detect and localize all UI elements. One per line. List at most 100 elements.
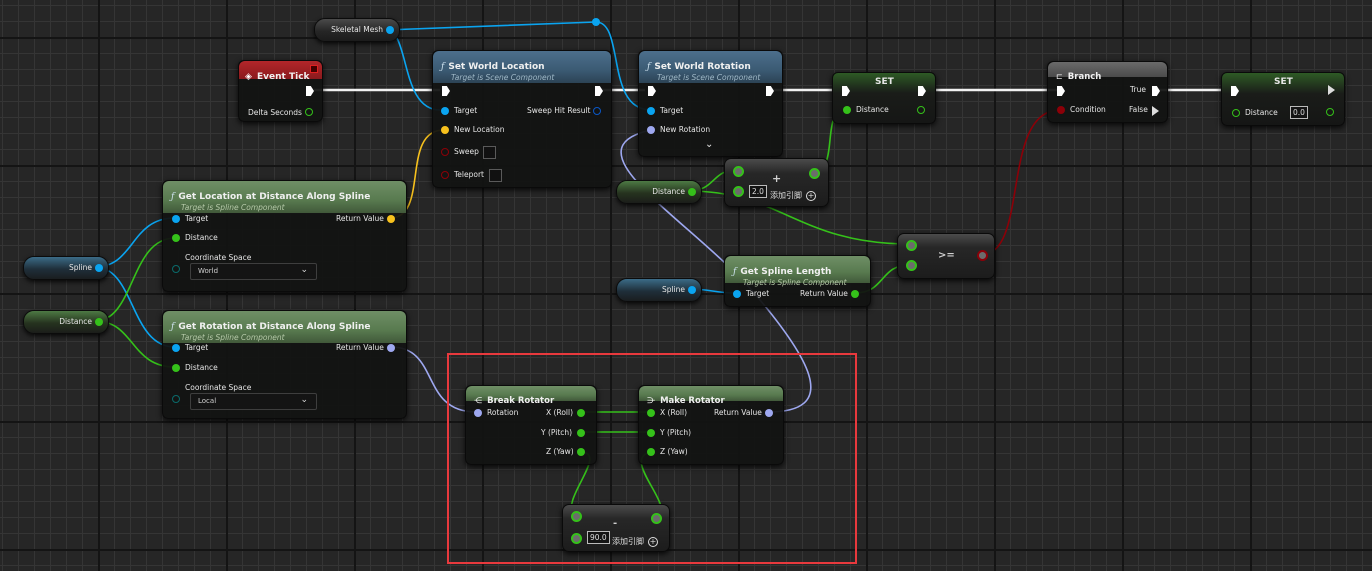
bool-pin[interactable]: [1057, 106, 1065, 114]
vector-out-pin[interactable]: [387, 215, 395, 223]
float-in-pin[interactable]: [647, 429, 655, 437]
float-in-pin[interactable]: [647, 448, 655, 456]
bool-pin[interactable]: [441, 148, 449, 156]
object-pin[interactable]: [733, 290, 741, 298]
set-distance-node[interactable]: SET Distance: [832, 72, 936, 124]
float-out-pin[interactable]: [577, 429, 585, 437]
rotator-out-pin[interactable]: [387, 344, 395, 352]
variable-skeletal-mesh[interactable]: Skeletal Mesh: [314, 18, 400, 42]
event-tick-node[interactable]: ◈ Event Tick Delta Seconds: [238, 60, 323, 122]
add-pin-button[interactable]: 添加引脚+: [612, 536, 658, 547]
exec-out-pin[interactable]: [918, 86, 926, 96]
expand-advanced-button[interactable]: ⌄: [705, 139, 714, 150]
exec-in-pin[interactable]: [648, 86, 656, 96]
float-pin[interactable]: [843, 106, 851, 114]
sweep-checkbox[interactable]: [483, 146, 496, 159]
variable-spline-2[interactable]: Spline: [616, 278, 702, 302]
float-pin[interactable]: [172, 364, 180, 372]
teleport-checkbox[interactable]: [489, 169, 502, 182]
float-out-pin[interactable]: [809, 168, 820, 179]
object-pin[interactable]: [688, 286, 696, 294]
pin-label: Sweep Hit Result: [527, 106, 591, 115]
chevron-down-icon: ⌄: [300, 395, 308, 405]
variable-label: Distance: [652, 187, 685, 196]
break-rotator-node[interactable]: ⋲ Break Rotator Rotation X (Roll) Y (Pit…: [465, 385, 597, 465]
float-out-pin[interactable]: [651, 513, 662, 524]
float-out-pin[interactable]: [305, 108, 313, 116]
add-value-input[interactable]: 2.0: [749, 185, 767, 198]
subtract-node[interactable]: - 90.0 添加引脚+: [562, 504, 670, 552]
float-in-pin[interactable]: [733, 186, 744, 197]
struct-pin[interactable]: [593, 107, 601, 115]
float-out-pin[interactable]: [577, 448, 585, 456]
pin-label: Condition: [1070, 105, 1106, 114]
exec-out-pin[interactable]: [595, 86, 603, 96]
delegate-pin-icon[interactable]: [310, 65, 318, 73]
float-pin[interactable]: [1232, 109, 1240, 117]
exec-in-pin[interactable]: [842, 86, 850, 96]
function-icon: ƒ: [733, 267, 737, 277]
variable-distance[interactable]: Distance: [23, 310, 109, 334]
object-pin[interactable]: [172, 215, 180, 223]
float-out-pin[interactable]: [577, 409, 585, 417]
rotator-out-pin[interactable]: [765, 409, 773, 417]
rotator-pin[interactable]: [474, 409, 482, 417]
add-pin-button[interactable]: 添加引脚+: [770, 190, 816, 201]
float-pin[interactable]: [688, 188, 696, 196]
variable-spline[interactable]: Spline: [23, 256, 109, 280]
float-in-pin[interactable]: [733, 166, 744, 177]
float-in-pin[interactable]: [571, 511, 582, 522]
add-node[interactable]: + 2.0 添加引脚+: [724, 158, 829, 207]
branch-node[interactable]: ⊏ Branch True Condition False: [1047, 61, 1168, 123]
float-out-pin[interactable]: [1326, 108, 1334, 116]
pin-label: False: [1129, 105, 1148, 114]
coordinate-space-dropdown[interactable]: Local ⌄: [190, 393, 317, 410]
true-exec-pin[interactable]: [1152, 86, 1160, 96]
exec-in-pin[interactable]: [1231, 86, 1239, 96]
coordinate-space-dropdown[interactable]: World ⌄: [190, 263, 317, 280]
dropdown-value: World: [198, 267, 219, 275]
object-pin[interactable]: [647, 107, 655, 115]
bool-pin[interactable]: [441, 171, 449, 179]
object-pin[interactable]: [441, 107, 449, 115]
bool-wire: [980, 109, 1061, 256]
add-pin-label: 添加引脚: [770, 191, 802, 200]
float-in-pin[interactable]: [571, 533, 582, 544]
exec-in-pin[interactable]: [442, 86, 450, 96]
float-pin[interactable]: [95, 318, 103, 326]
exec-out-pin[interactable]: [766, 86, 774, 96]
enum-pin[interactable]: [172, 395, 180, 403]
variable-distance-2[interactable]: Distance: [616, 180, 702, 204]
exec-out-pin[interactable]: [306, 86, 314, 96]
pin-label: Target: [746, 289, 770, 298]
enum-pin[interactable]: [172, 265, 180, 273]
set-distance-reset-node[interactable]: SET Distance 0.0: [1221, 72, 1345, 126]
float-in-pin[interactable]: [647, 409, 655, 417]
subtract-value-input[interactable]: 90.0: [587, 531, 610, 544]
rotator-pin[interactable]: [647, 126, 655, 134]
float-in-pin[interactable]: [906, 240, 917, 251]
object-pin[interactable]: [172, 344, 180, 352]
float-out-pin[interactable]: [851, 290, 859, 298]
float-in-pin[interactable]: [906, 260, 917, 271]
float-pin[interactable]: [172, 234, 180, 242]
float-out-pin[interactable]: [917, 106, 925, 114]
exec-out-pin[interactable]: [1328, 85, 1335, 95]
greater-equal-node[interactable]: >=: [897, 233, 995, 279]
bool-out-pin[interactable]: [977, 250, 988, 261]
exec-in-pin[interactable]: [1057, 86, 1065, 96]
pin-label: X (Roll): [546, 408, 574, 417]
false-exec-pin[interactable]: [1152, 106, 1159, 116]
make-struct-icon: ⋺: [647, 396, 655, 405]
vector-pin[interactable]: [441, 126, 449, 134]
object-pin[interactable]: [95, 264, 103, 272]
distance-value-input[interactable]: 0.0: [1290, 106, 1308, 119]
object-pin[interactable]: [386, 26, 394, 34]
make-rotator-node[interactable]: ⋺ Make Rotator X (Roll) Return Value Y (…: [638, 385, 784, 465]
